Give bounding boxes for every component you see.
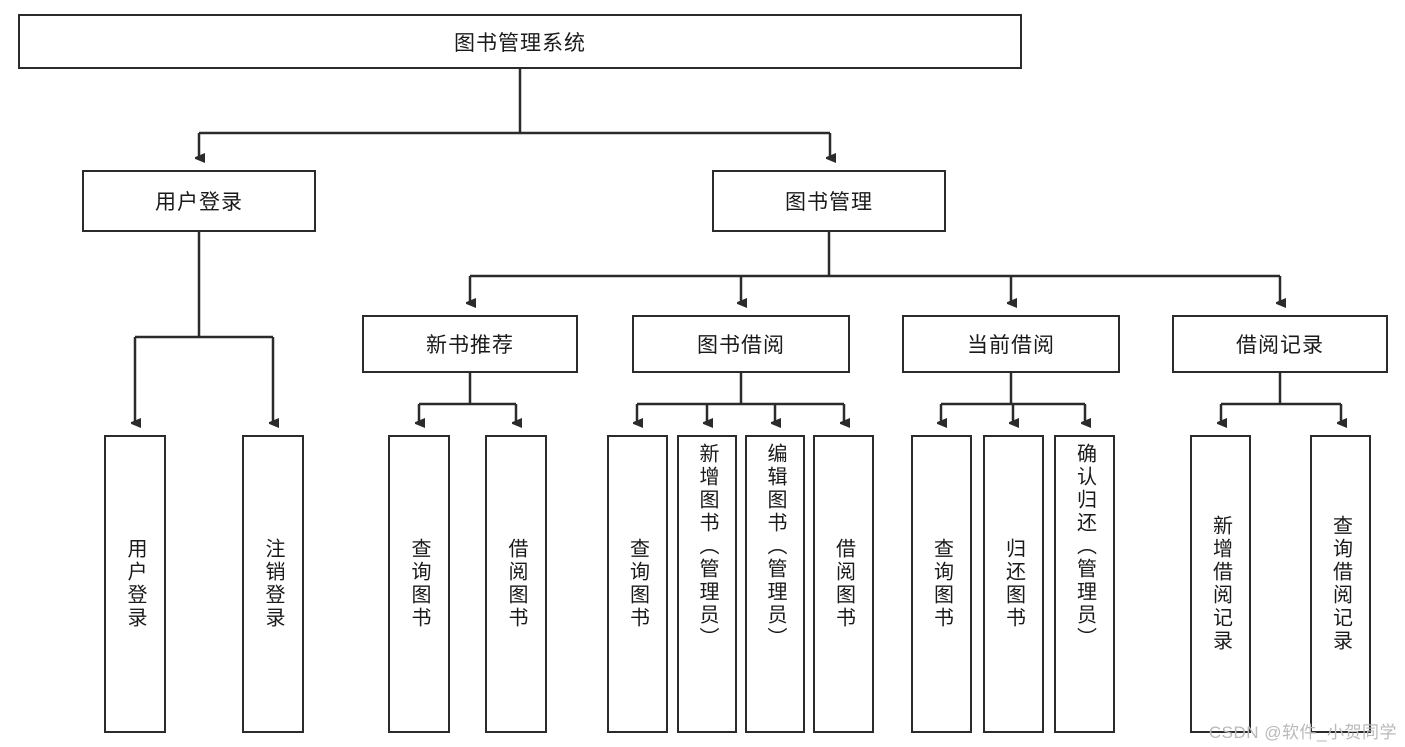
node-current-borrow-label: 当前借阅 — [967, 334, 1055, 357]
leaf-edit-book-label: 编辑图书（管理员） — [764, 443, 786, 650]
watermark: CSDN @软件_小贺同学 — [1208, 723, 1397, 742]
node-user-login[interactable]: 用户登录 — [82, 170, 316, 232]
node-book-borrow-label: 图书借阅 — [697, 334, 785, 357]
leaf-query-record[interactable]: 查询借阅记录 — [1310, 435, 1371, 733]
leaf-confirm-return[interactable]: 确认归还（管理员） — [1054, 435, 1115, 733]
node-root[interactable]: 图书管理系统 — [18, 14, 1022, 69]
leaf-query-book-3-label: 查询图书 — [930, 538, 953, 630]
node-borrow-record-label: 借阅记录 — [1236, 334, 1324, 357]
node-borrow-record[interactable]: 借阅记录 — [1172, 315, 1388, 373]
leaf-return-book-label: 归还图书 — [1002, 538, 1025, 630]
node-user-login-label: 用户登录 — [155, 191, 243, 214]
leaf-logout[interactable]: 注销登录 — [242, 435, 304, 733]
leaf-query-book-1-label: 查询图书 — [408, 538, 430, 630]
leaf-borrow-book-1[interactable]: 借阅图书 — [485, 435, 547, 733]
leaf-add-book-label: 新增图书（管理员） — [696, 443, 718, 650]
leaf-borrow-book-1-label: 借阅图书 — [505, 538, 527, 630]
leaf-query-book-1[interactable]: 查询图书 — [388, 435, 450, 733]
leaf-edit-book[interactable]: 编辑图书（管理员） — [745, 435, 805, 733]
leaf-query-book-2[interactable]: 查询图书 — [607, 435, 668, 733]
node-current-borrow[interactable]: 当前借阅 — [902, 315, 1120, 373]
node-book-manage-label: 图书管理 — [785, 191, 873, 214]
node-book-borrow[interactable]: 图书借阅 — [632, 315, 850, 373]
leaf-confirm-return-label: 确认归还（管理员） — [1073, 443, 1096, 650]
leaf-query-book-3[interactable]: 查询图书 — [911, 435, 972, 733]
leaf-query-record-label: 查询借阅记录 — [1329, 515, 1352, 653]
leaf-logout-label: 注销登录 — [262, 538, 284, 630]
leaf-user-login[interactable]: 用户登录 — [104, 435, 166, 733]
node-new-book-recommend[interactable]: 新书推荐 — [362, 315, 578, 373]
leaf-add-record[interactable]: 新增借阅记录 — [1190, 435, 1251, 733]
leaf-add-book[interactable]: 新增图书（管理员） — [677, 435, 737, 733]
leaf-user-login-label: 用户登录 — [124, 538, 146, 630]
leaf-return-book[interactable]: 归还图书 — [983, 435, 1044, 733]
leaf-borrow-book-2-label: 借阅图书 — [832, 538, 855, 630]
leaf-add-record-label: 新增借阅记录 — [1209, 515, 1232, 653]
node-root-label: 图书管理系统 — [454, 31, 586, 55]
leaf-borrow-book-2[interactable]: 借阅图书 — [813, 435, 874, 733]
node-book-manage[interactable]: 图书管理 — [712, 170, 946, 232]
leaf-query-book-2-label: 查询图书 — [626, 538, 649, 630]
node-new-book-recommend-label: 新书推荐 — [426, 334, 514, 357]
